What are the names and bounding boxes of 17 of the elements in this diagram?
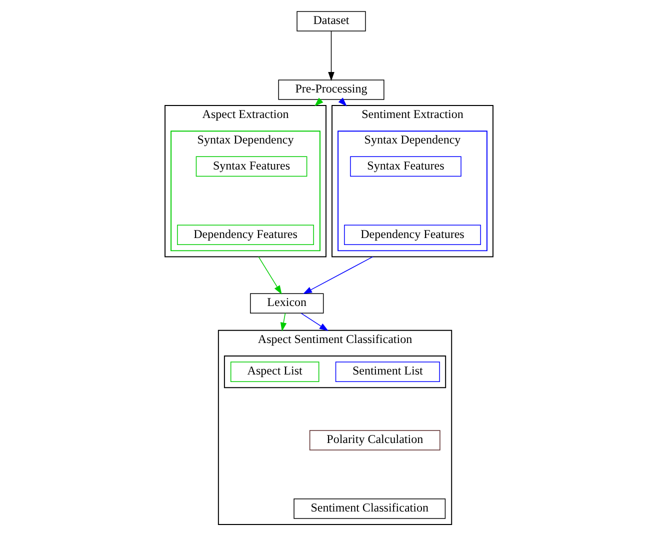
node-box: Polarity Calculation xyxy=(308,430,440,450)
arrow xyxy=(314,98,323,106)
cluster xyxy=(223,356,446,388)
node-box: Sentiment List xyxy=(334,362,440,382)
arrow xyxy=(300,312,328,332)
arrow xyxy=(280,312,286,332)
node-box: Aspect List xyxy=(230,362,319,382)
arrow xyxy=(302,256,373,294)
node-box: Syntax Features xyxy=(350,156,461,177)
arrow xyxy=(258,256,282,294)
node-box: Sentiment Classification xyxy=(293,498,446,519)
arrow xyxy=(328,30,334,82)
node-box: Dependency Features xyxy=(344,224,480,246)
node-box: Syntax Features xyxy=(195,156,307,177)
node-box: Dataset xyxy=(296,11,366,32)
node-box: Dependency Features xyxy=(176,224,314,246)
node-box: Lexicon xyxy=(250,293,324,314)
